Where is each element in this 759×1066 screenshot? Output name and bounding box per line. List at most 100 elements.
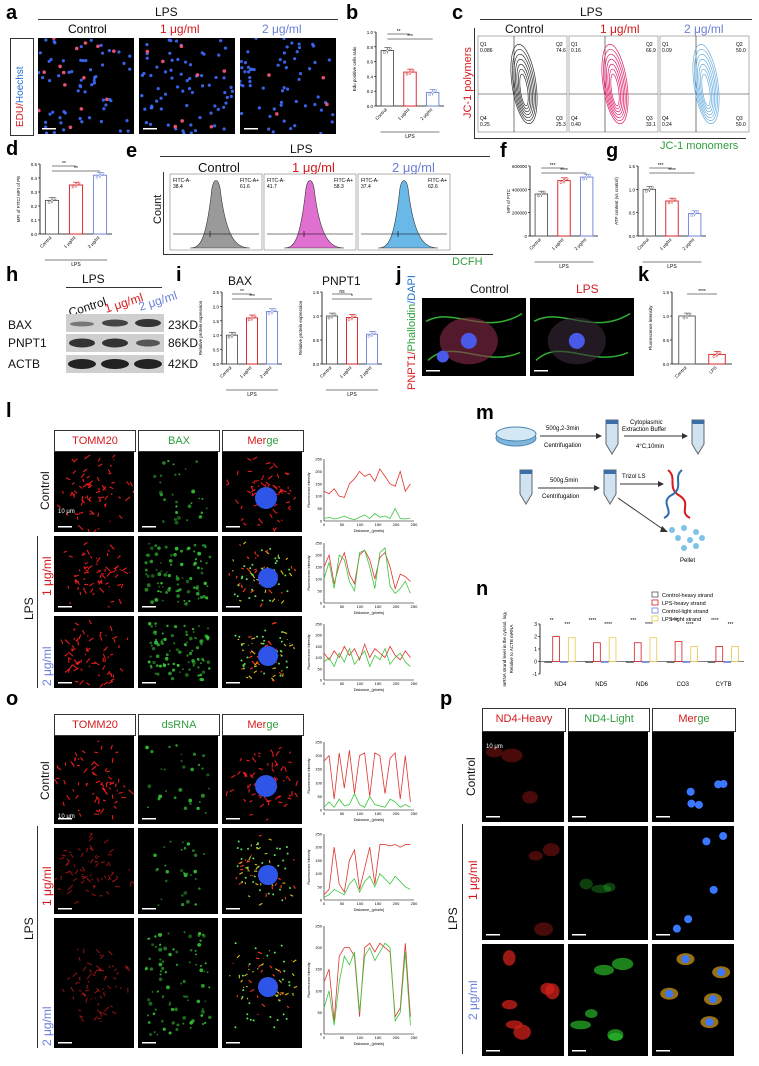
green-puncta (171, 493, 174, 496)
green-puncta (164, 879, 168, 883)
hoechst-nucleus (166, 123, 170, 127)
mitochondria (114, 968, 117, 972)
mitochondria (54, 877, 58, 880)
mitochondria (258, 755, 261, 758)
data-point (411, 68, 415, 72)
mitochondria (74, 574, 79, 578)
green-puncta (196, 592, 200, 596)
green-puncta (167, 573, 171, 578)
p-img-1ug-heavy (482, 826, 564, 940)
c-v2-0: 74.6 (556, 48, 566, 54)
red-series-line (323, 549, 411, 591)
mitochondria (278, 969, 282, 974)
c-v2-1: 66.9 (646, 48, 656, 54)
e-neg-0: FITC-A- (173, 178, 191, 184)
green-puncta (156, 1033, 159, 1036)
green-puncta (160, 570, 163, 573)
mitochondria (235, 575, 238, 579)
o-svg-2 (142, 744, 210, 820)
data-point (327, 316, 331, 320)
x-tick-label: 2 μg/ml (87, 235, 101, 249)
density-contour (604, 53, 626, 119)
c-q3-1: Q3 (646, 116, 653, 122)
green-puncta (160, 768, 163, 771)
green-puncta (168, 559, 173, 563)
green-puncta (205, 561, 208, 565)
green-puncta (205, 507, 208, 510)
mitochondria (80, 852, 84, 858)
mitochondria (107, 469, 111, 474)
mitochondria (248, 675, 253, 679)
mitochondria (95, 948, 101, 954)
data-point (562, 179, 566, 182)
c-flow-plots: Q10.086Q274.6Q40.25Q325.3Q10.16Q266.9Q40… (477, 35, 750, 133)
mitochondria (108, 776, 113, 780)
mitochondria (289, 794, 291, 798)
mitochondria (292, 992, 294, 996)
mitochondria (111, 481, 115, 484)
green-puncta (269, 1016, 272, 1019)
green-puncta (200, 511, 204, 514)
green-puncta (273, 951, 276, 954)
e-col-1ug: 1 μg/ml (292, 160, 335, 175)
x-tick-label: 150 (375, 522, 382, 527)
h-size-bax: 23KD (168, 318, 199, 332)
data-point (47, 201, 51, 204)
data-point (542, 190, 546, 194)
o-header-tomm20: TOMM20 (54, 714, 136, 736)
y-tick-label: 3 (534, 622, 537, 628)
y-tick-label: 1.5 (213, 319, 220, 324)
e-neg-1: FITC-A- (267, 178, 285, 184)
mitochondria (278, 672, 282, 675)
mitochondria (74, 869, 79, 875)
hoechst-nucleus (38, 51, 42, 55)
x-axis-label: Distance_(pixels) (354, 817, 385, 822)
hoechst-nucleus (216, 107, 220, 111)
mitochondria (75, 636, 81, 642)
green-puncta (184, 995, 187, 998)
mitochondria (104, 582, 109, 585)
mitochondria (71, 458, 76, 463)
c-v4-0: 0.25 (480, 122, 490, 128)
p-header-light: ND4-Light (568, 708, 650, 732)
data-point (644, 189, 648, 193)
sig-label: ** (550, 618, 554, 624)
mitochondria (251, 793, 256, 796)
panel-label-k: k (638, 264, 650, 286)
data-point (434, 89, 438, 92)
scale-bar (534, 370, 548, 372)
mitochondria (92, 973, 96, 977)
mitochondria (114, 574, 119, 578)
green-puncta (196, 566, 200, 570)
hoechst-nucleus (185, 103, 189, 108)
o-img-2ug-merge (222, 918, 302, 1048)
mitochondria (82, 966, 87, 972)
red-series-line (323, 468, 411, 498)
mitochondria (245, 676, 249, 679)
mitochondria (82, 552, 85, 556)
hoechst-nucleus (289, 126, 293, 131)
mitochondria (89, 832, 92, 835)
hoechst-nucleus (202, 52, 206, 56)
mitochondria (97, 512, 100, 517)
mitochondria (91, 878, 93, 881)
p-img-2ug-merge (652, 944, 734, 1056)
edu-nucleus (222, 69, 227, 73)
mitochondria (96, 877, 100, 883)
green-puncta (161, 966, 165, 970)
mitochondria (284, 766, 287, 772)
green-puncta (165, 653, 169, 657)
green-puncta (187, 546, 191, 550)
mitochondria (269, 513, 273, 519)
mitochondria (72, 877, 78, 882)
green-puncta (251, 588, 254, 591)
data-point (667, 201, 671, 205)
y-tick-label: 1.0 (213, 333, 220, 338)
scale-bar (142, 526, 156, 528)
green-puncta (174, 473, 177, 476)
green-puncta (182, 765, 186, 769)
mitochondria (239, 872, 244, 875)
hoechst-nucleus (229, 94, 233, 99)
mitochondria (278, 489, 284, 494)
mitochondria (89, 858, 94, 864)
